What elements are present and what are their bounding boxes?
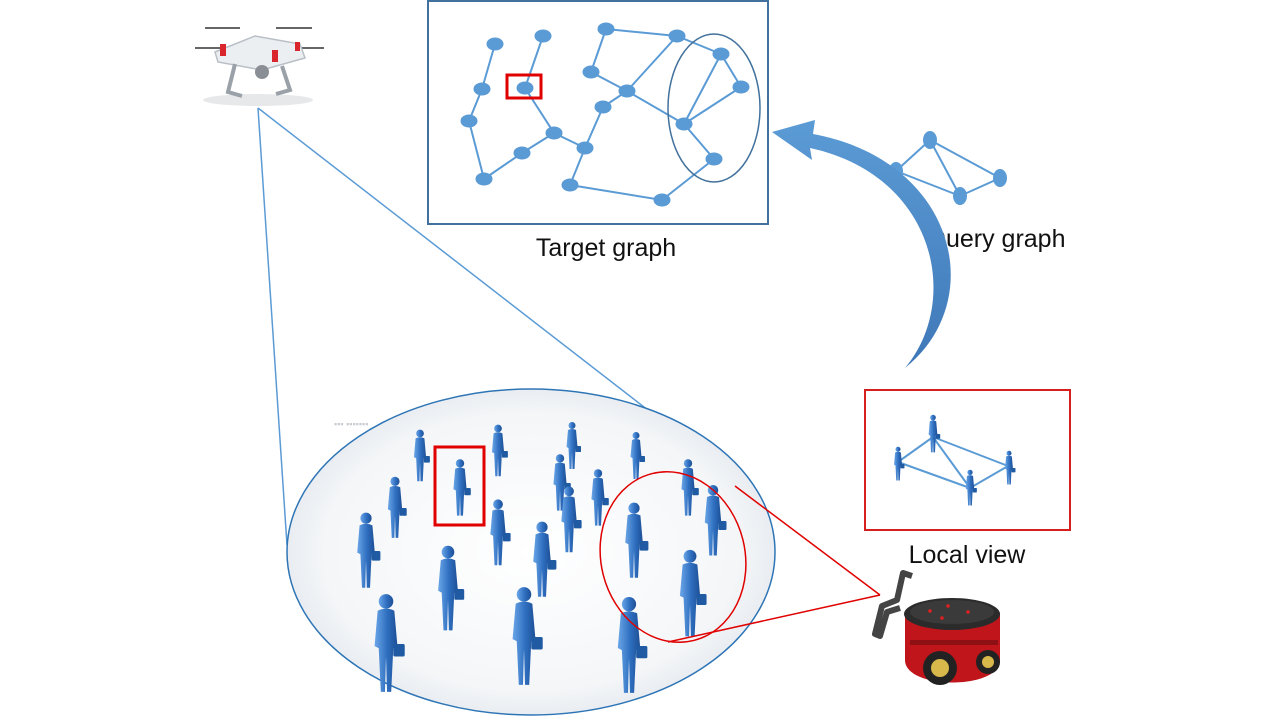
target-graph-frame — [427, 0, 769, 225]
local-view-label: Local view — [909, 541, 1027, 569]
matched-subgraph-ellipse — [667, 33, 761, 183]
query-graph-label: Query graph — [927, 225, 1066, 253]
local-view-panel — [864, 389, 1071, 531]
target-person-highlight — [433, 445, 486, 527]
drone-view-ellipse — [286, 388, 776, 716]
matching-arrow — [772, 120, 951, 368]
mobile-robot-icon — [872, 570, 1000, 685]
local-view-region — [599, 471, 747, 643]
target-graph-label: Target graph — [536, 234, 676, 262]
drone-icon — [190, 22, 325, 108]
crowd-scene: ▪▪▪ ▪▪▪▪▪▪▪ — [286, 388, 776, 716]
target-graph-panel — [427, 0, 769, 225]
target-graph-nodes — [460, 22, 750, 207]
watermark: ▪▪▪ ▪▪▪▪▪▪▪ — [334, 419, 368, 429]
target-node-highlight — [505, 73, 543, 100]
robot-view-projection — [667, 485, 881, 643]
drone-view-projection — [257, 107, 685, 546]
